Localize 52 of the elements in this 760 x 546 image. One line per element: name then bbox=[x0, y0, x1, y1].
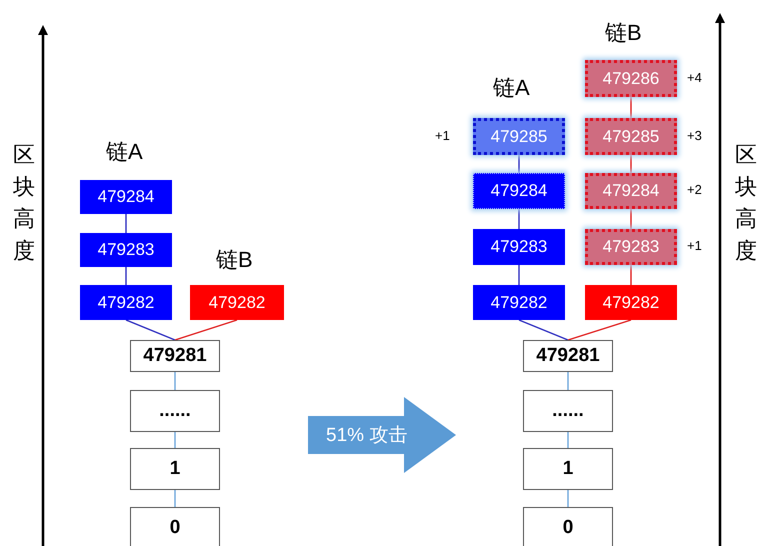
connector-line bbox=[518, 209, 520, 229]
connector-line bbox=[630, 97, 632, 118]
chain-label: 链B bbox=[216, 246, 253, 274]
block-box: 1 bbox=[130, 448, 220, 490]
connector-line bbox=[630, 265, 632, 285]
block-box: 479282 bbox=[585, 285, 677, 320]
step-count-label: +3 bbox=[687, 128, 702, 142]
connector-line bbox=[630, 209, 632, 229]
block-box: ...... bbox=[130, 390, 220, 432]
block-box: 479283 bbox=[80, 233, 172, 267]
block-box: 1 bbox=[523, 448, 613, 490]
step-count-label: +2 bbox=[687, 182, 702, 197]
step-count-label: +1 bbox=[687, 238, 702, 253]
connector-line bbox=[174, 319, 238, 341]
block-box: 479284 bbox=[80, 180, 172, 214]
connector-line bbox=[567, 490, 569, 507]
block-box: 479283 bbox=[473, 229, 565, 265]
new-block-box: 479283 bbox=[585, 229, 677, 265]
connector-line bbox=[518, 155, 520, 173]
connector-line bbox=[567, 432, 569, 448]
connector-line bbox=[174, 372, 176, 390]
new-block-box: 479285 bbox=[585, 118, 677, 155]
chain-label: 链A bbox=[106, 138, 143, 166]
block-box: 479282 bbox=[190, 285, 284, 320]
connector-line bbox=[630, 155, 632, 173]
connector-line bbox=[126, 319, 176, 341]
block-box: 479281 bbox=[523, 340, 613, 372]
new-block-box: 479286 bbox=[585, 60, 677, 97]
new-block-box: 479284 bbox=[585, 173, 677, 209]
block-box: ...... bbox=[523, 390, 613, 432]
connector-line bbox=[125, 214, 127, 233]
step-count-label: +1 bbox=[435, 128, 450, 142]
new-block-box: 479285 bbox=[473, 118, 565, 155]
axis-label: 区块高度 bbox=[734, 142, 758, 266]
block-box: 0 bbox=[523, 507, 613, 546]
chain-label: 链B bbox=[605, 19, 642, 47]
connector-line bbox=[518, 319, 568, 341]
block-box: 479281 bbox=[130, 340, 220, 372]
block-arrow: 51% 攻击 bbox=[308, 397, 456, 473]
connector-line bbox=[125, 267, 127, 285]
connector-line bbox=[518, 265, 520, 285]
connector-line bbox=[174, 490, 176, 507]
block-box: 479282 bbox=[80, 285, 172, 320]
block-box: 479284 bbox=[473, 173, 565, 209]
axis-label: 区块高度 bbox=[12, 142, 36, 266]
block-box: 479282 bbox=[473, 285, 565, 320]
block-box: 0 bbox=[130, 507, 220, 546]
connector-line bbox=[568, 319, 632, 341]
connector-line bbox=[567, 372, 569, 390]
connector-line bbox=[174, 432, 176, 448]
step-count-label: +4 bbox=[687, 70, 702, 84]
chain-label: 链A bbox=[493, 74, 530, 102]
